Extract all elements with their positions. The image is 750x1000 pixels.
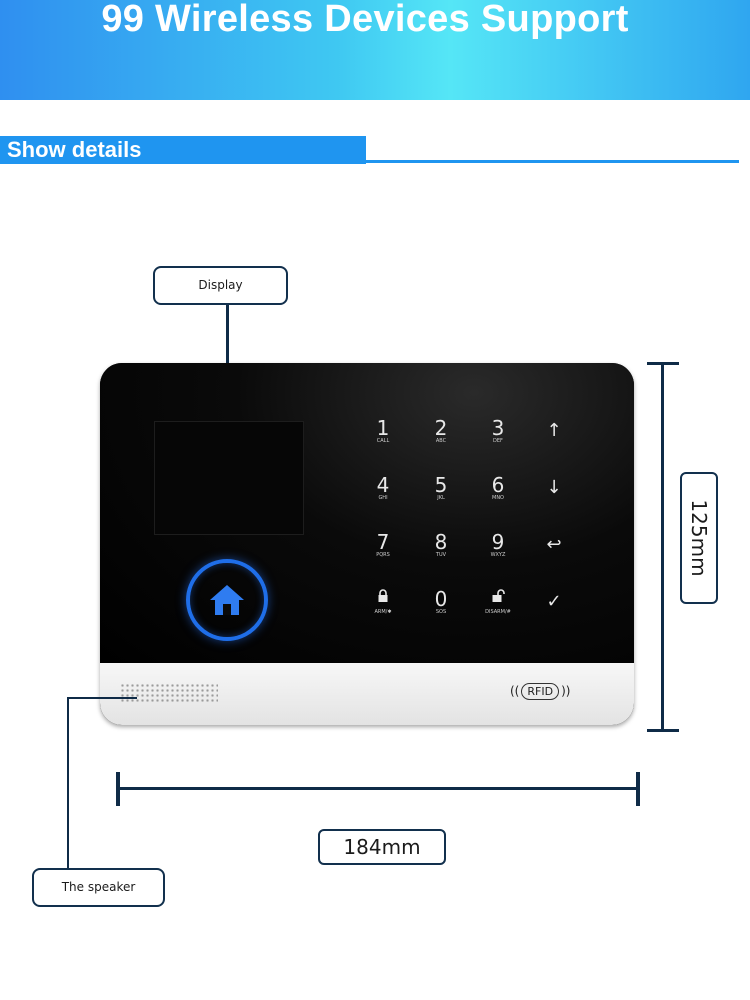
speaker-callout: The speaker [32,868,165,907]
speaker-leader-horizontal [67,697,137,699]
unlock-icon [478,589,518,609]
key-arm[interactable]: ARM/✱ [363,589,403,616]
arrow-up-icon[interactable]: ↑ [546,420,562,441]
key-disarm[interactable]: DISARM/# [478,589,518,616]
device-front-panel: 1 CALL 2 ABC 3 DEF ↑ 4 GHI 5 JKL 6 MNO ↓… [100,363,634,663]
key-3[interactable]: 3 DEF [491,416,505,444]
key-9[interactable]: 9 WXYZ [490,530,506,558]
key-0[interactable]: 0 SOS [434,587,448,615]
section-underline [366,160,739,163]
banner-title: 99 Wireless Devices Support [101,0,629,40]
header-banner: 99 Wireless Devices Support [0,0,750,100]
width-dimension-line [116,787,640,790]
width-dimension-label-box: 184mm [318,829,446,865]
speaker-grill [120,683,218,703]
home-button[interactable] [186,559,268,641]
device-bottom-strip: ((RFID)) [100,663,634,725]
speaker-leader-vertical [67,697,69,869]
key-2[interactable]: 2 ABC [434,416,448,444]
home-icon [210,585,244,615]
key-7[interactable]: 7 PQRS [376,530,390,558]
width-dimension-label: 184mm [343,835,421,859]
back-icon[interactable]: ↩ [546,534,562,555]
speaker-callout-label: The speaker [61,880,136,894]
rfid-wave-right-icon: )) [561,684,571,698]
height-dimension-line [661,362,664,732]
height-dimension-cap-top [647,362,679,365]
key-6[interactable]: 6 MNO [491,473,505,501]
height-dimension-label: 125mm [687,499,711,577]
height-dimension-label-box: 125mm [680,472,718,604]
lock-icon [363,589,403,609]
key-4[interactable]: 4 GHI [376,473,390,501]
height-dimension-cap-bottom [647,729,679,732]
arrow-down-icon[interactable]: ↓ [546,477,562,498]
section-label: Show details [7,137,142,162]
key-1[interactable]: 1 CALL [376,416,390,444]
check-icon[interactable]: ✓ [546,591,562,612]
display-callout: Display [153,266,288,305]
rfid-badge: ((RFID)) [510,683,570,701]
key-5[interactable]: 5 JKL [434,473,448,501]
rfid-wave-left-icon: (( [510,684,520,698]
width-dimension-cap-right [636,772,640,806]
key-8[interactable]: 8 TUV [434,530,448,558]
section-tab: Show details [0,136,366,164]
display-callout-label: Display [198,278,243,292]
rfid-label: RFID [521,683,560,700]
alarm-panel-device: 1 CALL 2 ABC 3 DEF ↑ 4 GHI 5 JKL 6 MNO ↓… [100,363,634,725]
width-dimension-cap-left [116,772,120,806]
display-screen [154,421,304,535]
